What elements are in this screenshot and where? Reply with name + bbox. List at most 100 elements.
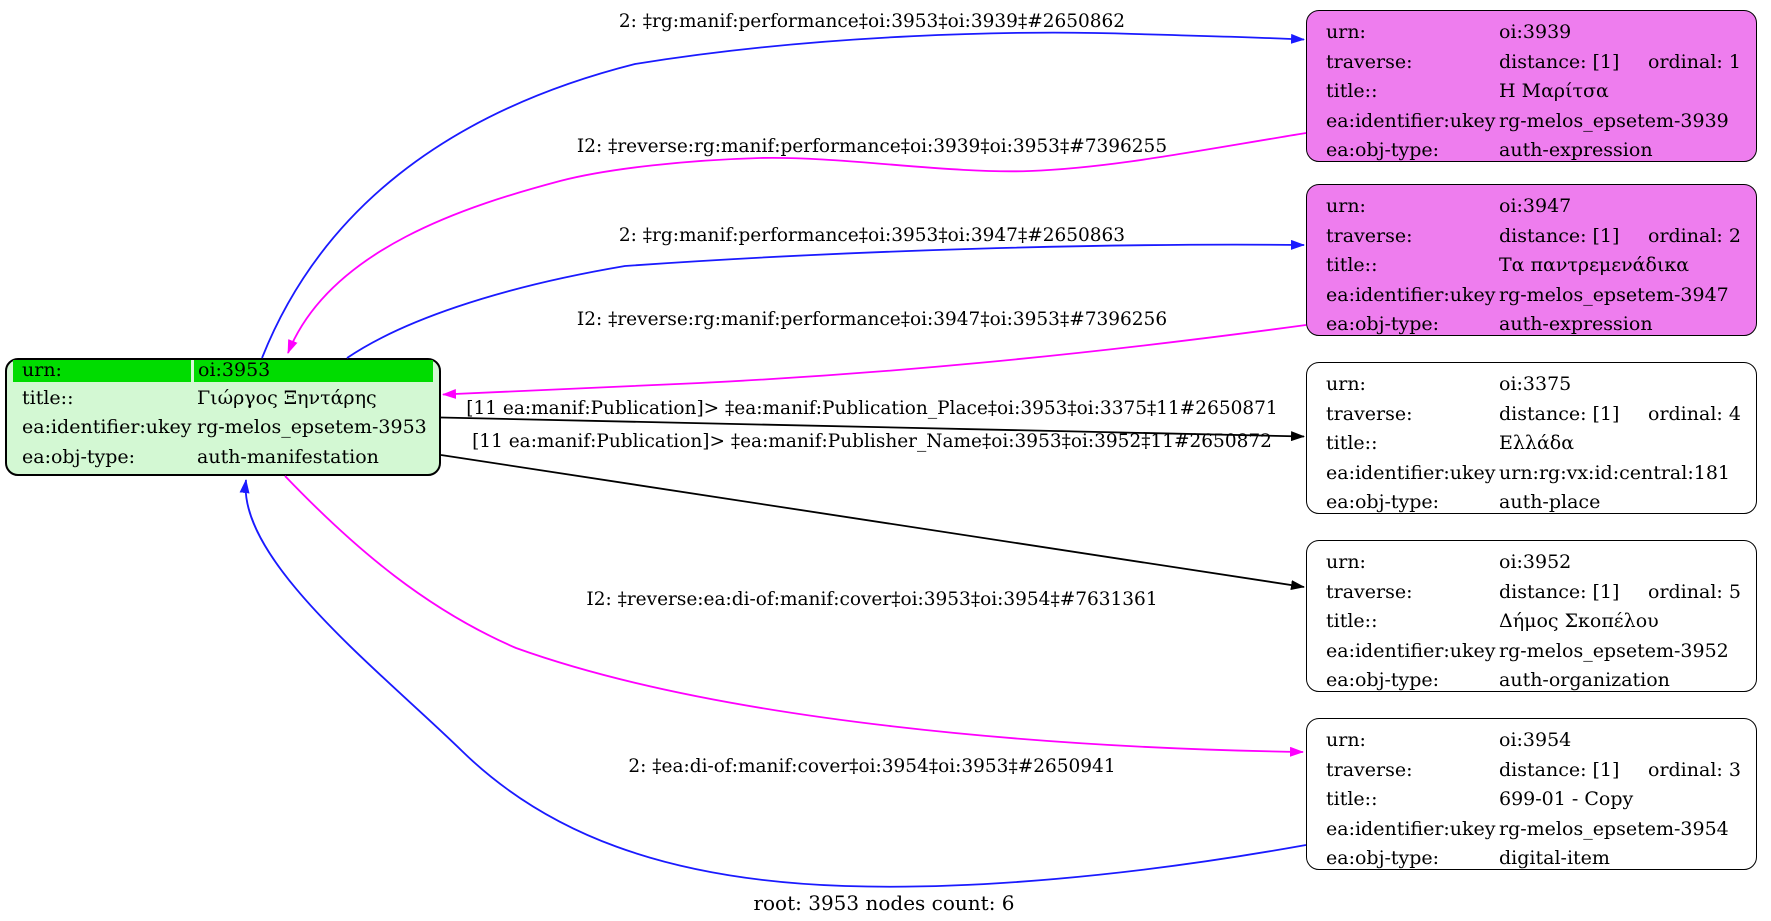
node-oi-3953[interactable]: urn: oi:3953 title:: Γιώργος Ξηντάρης ea… [5, 358, 441, 476]
field-label: title:: [22, 386, 74, 409]
node-row: ea:obj-type: auth-expression [1307, 310, 1756, 340]
field-label: ea:obj-type: [22, 445, 136, 468]
graph-footer-label: root: 3953 nodes count: 6 [753, 891, 1014, 915]
field-value: Τα παντρεμενάδικα [1499, 254, 1690, 277]
field-label: title:: [1326, 80, 1378, 103]
field-value: distance: [1] [1499, 758, 1620, 781]
edge-label: [11 ea:manif:Publication]> ‡ea:manif:Pub… [472, 431, 1272, 452]
edge-label: 2: ‡rg:manif:performance‡oi:3953‡oi:3947… [619, 225, 1125, 246]
field-value: ordinal: 4 [1648, 402, 1741, 425]
field-value: distance: [1] [1499, 224, 1620, 247]
field-value: digital-item [1499, 847, 1610, 870]
field-value: ordinal: 2 [1648, 224, 1741, 247]
edge-3953-3954 [284, 475, 1304, 757]
field-value: rg-melos_epsetem-3947 [1499, 283, 1729, 306]
field-value: auth-expression [1499, 313, 1653, 336]
field-label: title:: [1326, 254, 1378, 277]
field-value: oi:3947 [1499, 195, 1572, 218]
node-row: urn: oi:3954 [1307, 726, 1756, 756]
node-row: title:: Δήμος Σκοπέλου [1307, 607, 1756, 637]
field-label: urn: [13, 360, 191, 382]
field-label: title:: [1326, 788, 1378, 811]
field-value: oi:3939 [1499, 21, 1572, 44]
node-row: title:: 699-01 - Copy [1307, 785, 1756, 815]
field-label: traverse: [1326, 402, 1413, 425]
field-value: auth-organization [1499, 669, 1670, 692]
field-value: oi:3954 [1499, 729, 1572, 752]
node-oi-3947[interactable]: urn: oi:3947 traverse: distance: [1] ord… [1306, 184, 1757, 336]
node-row: ea:obj-type: auth-organization [1307, 666, 1756, 696]
field-label: ea:identifier:ukey [1326, 817, 1496, 840]
node-row: urn: oi:3953 [7, 360, 439, 390]
node-row: urn: oi:3939 [1307, 18, 1756, 48]
field-label: title:: [1326, 610, 1378, 633]
node-oi-3954[interactable]: urn: oi:3954 traverse: distance: [1] ord… [1306, 718, 1757, 870]
edge-3953-3375 [440, 416, 1305, 442]
node-oi-3375[interactable]: urn: oi:3375 traverse: distance: [1] ord… [1306, 362, 1757, 514]
node-row: title:: Η Μαρίτσα [1307, 77, 1756, 107]
field-value: auth-expression [1499, 139, 1653, 162]
edge-3939-3953 [287, 132, 1307, 354]
node-row: traverse: distance: [1] ordinal: 1 [1307, 48, 1756, 78]
field-value: distance: [1] [1499, 402, 1620, 425]
node-row: urn: oi:3947 [1307, 192, 1756, 222]
node-row: ea:identifier:ukey rg-melos_epsetem-3939 [1307, 107, 1756, 137]
node-row: urn: oi:3952 [1307, 548, 1756, 578]
edge-label: I2: ‡reverse:ea:di-of:manif:cover‡oi:395… [586, 589, 1157, 610]
field-label: traverse: [1326, 50, 1413, 73]
node-row: ea:obj-type: auth-manifestation [7, 443, 439, 473]
field-value: Ελλάδα [1499, 432, 1575, 455]
field-label: traverse: [1326, 580, 1413, 603]
field-value: rg-melos_epsetem-3954 [1499, 817, 1729, 840]
node-row: ea:identifier:ukey rg-melos_epsetem-3953 [7, 413, 439, 443]
field-label: ea:obj-type: [1326, 313, 1440, 336]
node-row: title:: Ελλάδα [1307, 429, 1756, 459]
field-label: ea:identifier:ukey [1326, 639, 1496, 662]
field-value: Η Μαρίτσα [1499, 80, 1609, 103]
edge-3947-3953 [442, 324, 1307, 399]
field-value: auth-place [1499, 491, 1601, 514]
field-value: rg-melos_epsetem-3939 [1499, 109, 1729, 132]
edge-3953-3952 [440, 454, 1305, 590]
field-value: auth-manifestation [197, 445, 379, 468]
field-label: urn: [1326, 195, 1366, 218]
node-row: ea:obj-type: digital-item [1307, 844, 1756, 874]
node-row: traverse: distance: [1] ordinal: 2 [1307, 222, 1756, 252]
edge-3953-3947 [346, 239, 1305, 359]
edge-3953-3939 [261, 31, 1305, 359]
field-label: ea:obj-type: [1326, 669, 1440, 692]
node-row: ea:obj-type: auth-expression [1307, 136, 1756, 166]
field-label: ea:obj-type: [1326, 491, 1440, 514]
field-label: urn: [1326, 729, 1366, 752]
field-value: oi:3953 [194, 360, 433, 382]
node-row: ea:identifier:ukey rg-melos_epsetem-3947 [1307, 281, 1756, 311]
node-oi-3939[interactable]: urn: oi:3939 traverse: distance: [1] ord… [1306, 10, 1757, 162]
field-value: distance: [1] [1499, 50, 1620, 73]
field-label: ea:identifier:ukey [1326, 109, 1496, 132]
field-label: ea:identifier:ukey [1326, 461, 1496, 484]
field-value: oi:3952 [1499, 551, 1572, 574]
node-oi-3952[interactable]: urn: oi:3952 traverse: distance: [1] ord… [1306, 540, 1757, 692]
field-value: distance: [1] [1499, 580, 1620, 603]
node-row: ea:identifier:ukey rg-melos_epsetem-3952 [1307, 637, 1756, 667]
edge-label: 2: ‡rg:manif:performance‡oi:3953‡oi:3939… [619, 11, 1125, 32]
field-label: ea:identifier:ukey [22, 416, 192, 438]
node-row: ea:obj-type: auth-place [1307, 488, 1756, 518]
edge-label: I2: ‡reverse:rg:manif:performance‡oi:393… [577, 136, 1167, 157]
field-label: ea:identifier:ukey [1326, 283, 1496, 306]
node-row: title:: Γιώργος Ξηντάρης [7, 384, 439, 414]
field-value: ordinal: 1 [1648, 50, 1741, 73]
field-value: urn:rg:vx:id:central:181 [1499, 461, 1731, 484]
node-row: traverse: distance: [1] ordinal: 5 [1307, 578, 1756, 608]
field-value: Δήμος Σκοπέλου [1499, 610, 1659, 633]
field-value: oi:3375 [1499, 373, 1572, 396]
edge-label: I2: ‡reverse:rg:manif:performance‡oi:394… [577, 309, 1167, 330]
node-row: urn: oi:3375 [1307, 370, 1756, 400]
field-value: Γιώργος Ξηντάρης [197, 386, 377, 409]
field-value: 699-01 - Copy [1499, 788, 1634, 811]
field-value: rg-melos_epsetem-3952 [1499, 639, 1729, 662]
field-label: urn: [1326, 21, 1366, 44]
edge-3954-3953 [239, 479, 1307, 888]
